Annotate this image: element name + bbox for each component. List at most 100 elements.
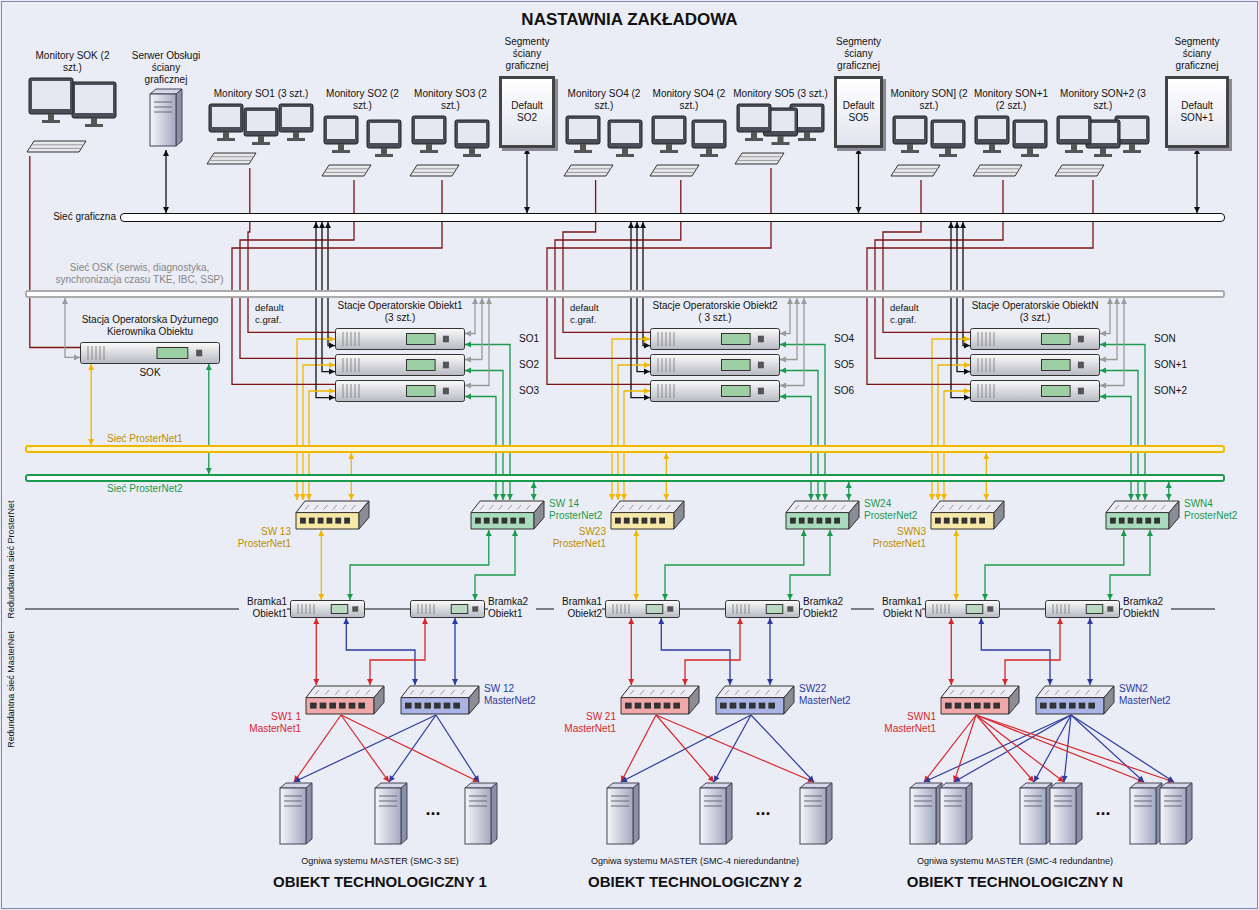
arrow-head <box>318 594 324 600</box>
monitor-frame <box>566 116 600 144</box>
switch-top <box>471 501 544 513</box>
arrow-head <box>954 776 961 782</box>
connector-line <box>780 298 797 360</box>
network-label: Sieć ProsterNet1 <box>107 433 183 445</box>
rack-display <box>722 360 751 371</box>
rack-face <box>335 380 465 402</box>
wire-line <box>1064 715 1071 782</box>
wire-line <box>341 715 389 782</box>
gateway-label: Bramka2 ObiektN <box>1123 596 1171 620</box>
switch-port <box>633 518 639 524</box>
arrow-head <box>500 494 506 500</box>
controller-wire <box>1034 715 1071 782</box>
arrow-head <box>348 494 354 500</box>
arrow-head <box>780 383 786 389</box>
connector <box>960 222 970 349</box>
monitor-stand <box>751 132 757 138</box>
rack-vent <box>314 604 315 614</box>
switch-port <box>349 703 356 709</box>
switch-port <box>344 518 350 524</box>
switch-port-top <box>950 690 954 695</box>
connector <box>367 618 428 685</box>
rack-face <box>925 600 1000 618</box>
tower-bay <box>914 796 932 797</box>
monitor-stand <box>1027 148 1033 154</box>
rack-display <box>407 334 436 345</box>
rack-vent <box>343 332 344 346</box>
rack-vent <box>629 604 630 614</box>
keyboard-keys <box>209 160 251 161</box>
switch-port-top <box>314 505 318 510</box>
switch-port <box>1050 703 1057 709</box>
switch-port <box>1110 518 1116 524</box>
arrow-head <box>663 494 669 500</box>
arrow-head <box>1002 679 1008 685</box>
keyboard-keys <box>896 168 938 169</box>
arrow-head <box>982 594 988 600</box>
rack-vent <box>351 358 352 372</box>
controller-wire <box>976 715 1144 783</box>
connector-line <box>350 530 489 600</box>
monitor-stand <box>580 144 586 150</box>
tower-bay <box>284 796 302 797</box>
switch-port <box>790 518 796 524</box>
switch-port-top <box>305 505 309 510</box>
rack-face <box>410 600 485 618</box>
switch-side <box>1104 686 1114 714</box>
tower-bay <box>1024 806 1042 807</box>
switch-front <box>931 513 994 529</box>
tower-bay <box>1134 801 1152 802</box>
tower-body <box>800 788 826 844</box>
rack-body <box>651 381 780 402</box>
switch-icon <box>930 500 1005 530</box>
connector <box>948 618 954 685</box>
tower-side <box>966 783 972 844</box>
ellipsis: ... <box>748 798 778 821</box>
rack-vent <box>990 332 991 346</box>
monitor-stand <box>1071 144 1077 150</box>
connector <box>780 298 807 389</box>
tower-bay <box>1054 796 1072 797</box>
switch-port <box>453 703 460 709</box>
switch-port-top <box>657 505 661 510</box>
arrow-head <box>452 618 458 624</box>
object-title: OBIEKT TECHNOLOGICZNY 2 <box>560 872 830 891</box>
switch-port-top <box>823 505 827 510</box>
switch-port <box>635 703 642 709</box>
rack-vent <box>978 332 979 346</box>
rack-vent <box>737 604 738 614</box>
keyboard <box>973 165 1022 176</box>
rack-vent <box>666 384 667 398</box>
switch-port-top <box>766 690 770 695</box>
switch-port-top <box>986 505 990 510</box>
wire-line <box>924 715 1071 782</box>
keyboard-keys <box>566 172 608 173</box>
arrow-head <box>486 298 492 304</box>
connector <box>1194 148 1200 213</box>
monitor-stand <box>1129 144 1135 150</box>
monitor-group: Monitory SO5 (3 szt.) <box>733 88 828 168</box>
monitor-stand <box>338 144 344 150</box>
monitor-base <box>772 142 790 145</box>
tower-body <box>465 788 491 844</box>
switch-port <box>945 703 952 709</box>
monitor-frame <box>737 104 771 132</box>
arrow-head <box>383 775 389 782</box>
arrow-head <box>465 368 471 374</box>
connector <box>941 388 970 500</box>
rack-vent <box>986 332 987 346</box>
monitor-base <box>463 154 481 157</box>
arrow-head <box>628 222 634 228</box>
monitor-stand <box>381 148 387 154</box>
rack-vent <box>343 358 344 372</box>
rack-display <box>722 334 751 345</box>
connector-line <box>1196 148 1197 213</box>
connector <box>978 618 1053 685</box>
switch-port-top <box>960 690 964 695</box>
switch-port-top <box>755 690 759 695</box>
rack-vent <box>990 384 991 398</box>
arrow-head <box>983 453 989 459</box>
rack-vent <box>749 604 750 614</box>
switch-label: SW23 ProsterNet1 <box>540 526 606 550</box>
